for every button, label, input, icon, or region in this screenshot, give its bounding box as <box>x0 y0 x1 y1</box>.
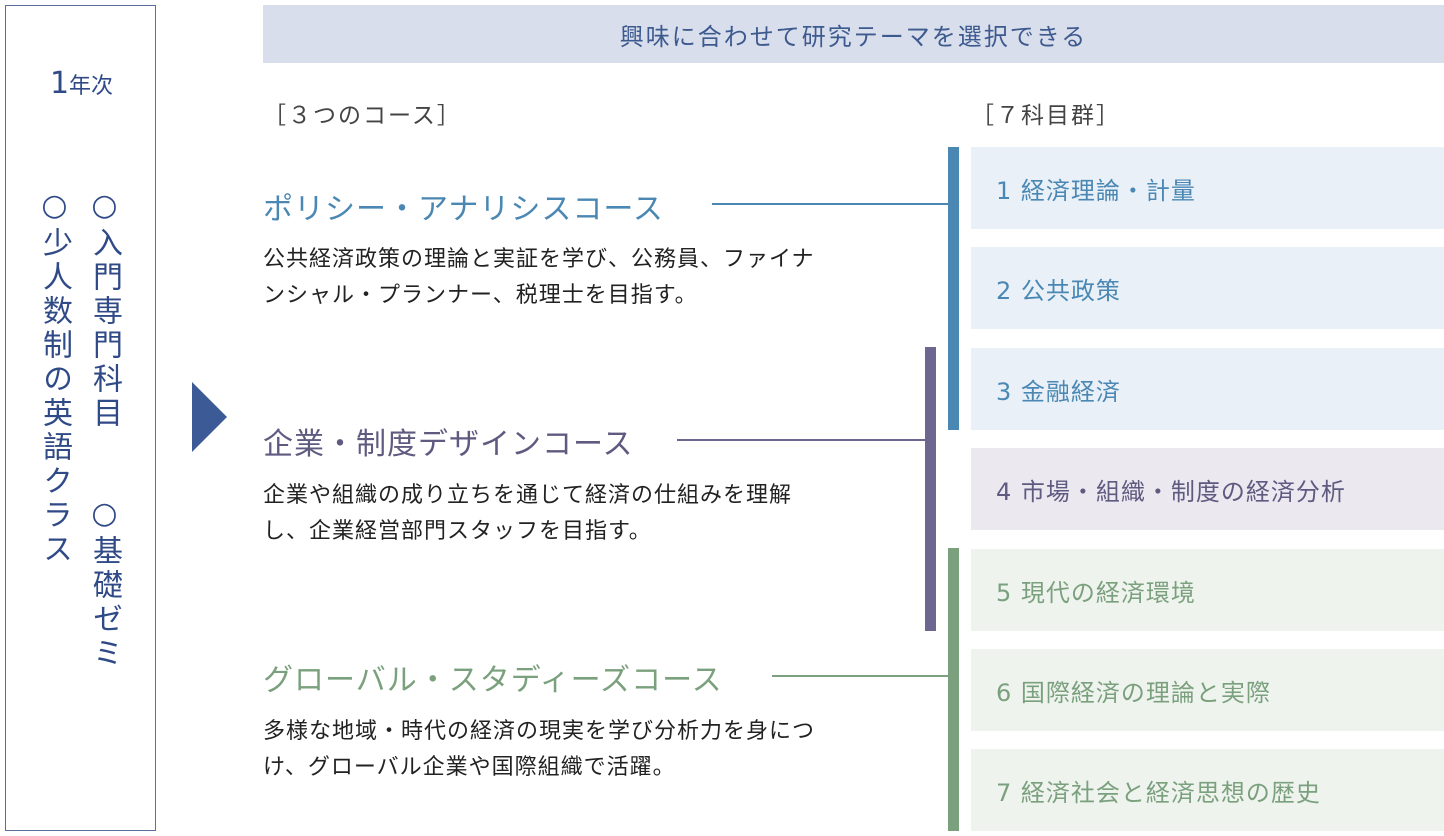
subject-label: 5 現代の経済環境 <box>996 578 1196 607</box>
subjects-heading: ［７科目群］ <box>971 103 1121 129</box>
subject-label: 2 公共政策 <box>996 276 1121 305</box>
course-leader-line <box>772 675 948 677</box>
subject-box: 3 金融経済 <box>971 348 1444 430</box>
year-item-english-class: ○少人数制の英語クラス <box>37 188 72 567</box>
course-name-policy-analysis: ポリシー・アナリシスコース <box>263 192 664 227</box>
course-desc-line: し、企業経営部門スタッフを目指す。 <box>263 519 652 544</box>
year-unit: 年次 <box>69 74 114 99</box>
header-bar: 興味に合わせて研究テーマを選択できる <box>263 5 1444 63</box>
course-name-enterprise-design: 企業・制度デザインコース <box>263 427 634 462</box>
right-arrow-icon <box>192 382 227 452</box>
subject-label: 3 金融経済 <box>996 377 1121 406</box>
subject-label: 7 経済社会と経済思想の歴史 <box>996 778 1321 807</box>
course-desc-line: け、グローバル企業や国際組織で活躍。 <box>263 755 676 780</box>
bracket-bar-enterprise <box>925 347 936 631</box>
header-text: 興味に合わせて研究テーマを選択できる <box>619 22 1088 51</box>
bracket-bar-global <box>948 548 959 831</box>
course-desc-global-studies: 多様な地域・時代の経済の現実を学び分析力を身につ け、グローバル企業や国際組織で… <box>263 714 903 786</box>
course-desc-policy-analysis: 公共経済政策の理論と実証を学び、公務員、ファイナ ンシャル・プランナー、税理士を… <box>263 242 903 314</box>
course-desc-line: 多様な地域・時代の経済の現実を学び分析力を身につ <box>263 719 816 744</box>
course-desc-line: ンシャル・プランナー、税理士を目指す。 <box>263 283 698 308</box>
subject-box: 6 国際経済の理論と実際 <box>971 649 1444 731</box>
course-desc-line: 公共経済政策の理論と実証を学び、公務員、ファイナ <box>263 247 815 272</box>
course-leader-line <box>677 439 925 441</box>
year-number: 1 <box>49 66 70 101</box>
bracket-bar-policy <box>948 147 959 430</box>
year-item-intro-courses: ○入門専門科目 <box>87 188 122 431</box>
subject-box: 1 経済理論・計量 <box>971 147 1444 229</box>
subject-label: 1 経済理論・計量 <box>996 176 1196 205</box>
subject-box: 7 経済社会と経済思想の歴史 <box>971 749 1444 831</box>
course-desc-enterprise-design: 企業や組織の成り立ちを通じて経済の仕組みを理解 し、企業経営部門スタッフを目指す… <box>263 478 903 550</box>
subject-box: 4 市場・組織・制度の経済分析 <box>971 448 1444 530</box>
course-leader-line <box>712 203 948 205</box>
first-year-box: 1年次 ○入門専門科目 ○基礎ゼミ ○少人数制の英語クラス <box>5 5 156 831</box>
year-label: 1年次 <box>6 66 157 101</box>
subject-box: 5 現代の経済環境 <box>971 549 1444 631</box>
course-desc-line: 企業や組織の成り立ちを通じて経済の仕組みを理解 <box>263 483 793 508</box>
subject-box: 2 公共政策 <box>971 247 1444 329</box>
courses-heading: ［３つのコース］ <box>263 103 462 129</box>
subject-label: 4 市場・組織・制度の経済分析 <box>996 477 1346 506</box>
subject-label: 6 国際経済の理論と実際 <box>996 678 1271 707</box>
course-name-global-studies: グローバル・スタディーズコース <box>263 663 723 698</box>
year-item-basic-seminar: ○基礎ゼミ <box>87 496 122 671</box>
